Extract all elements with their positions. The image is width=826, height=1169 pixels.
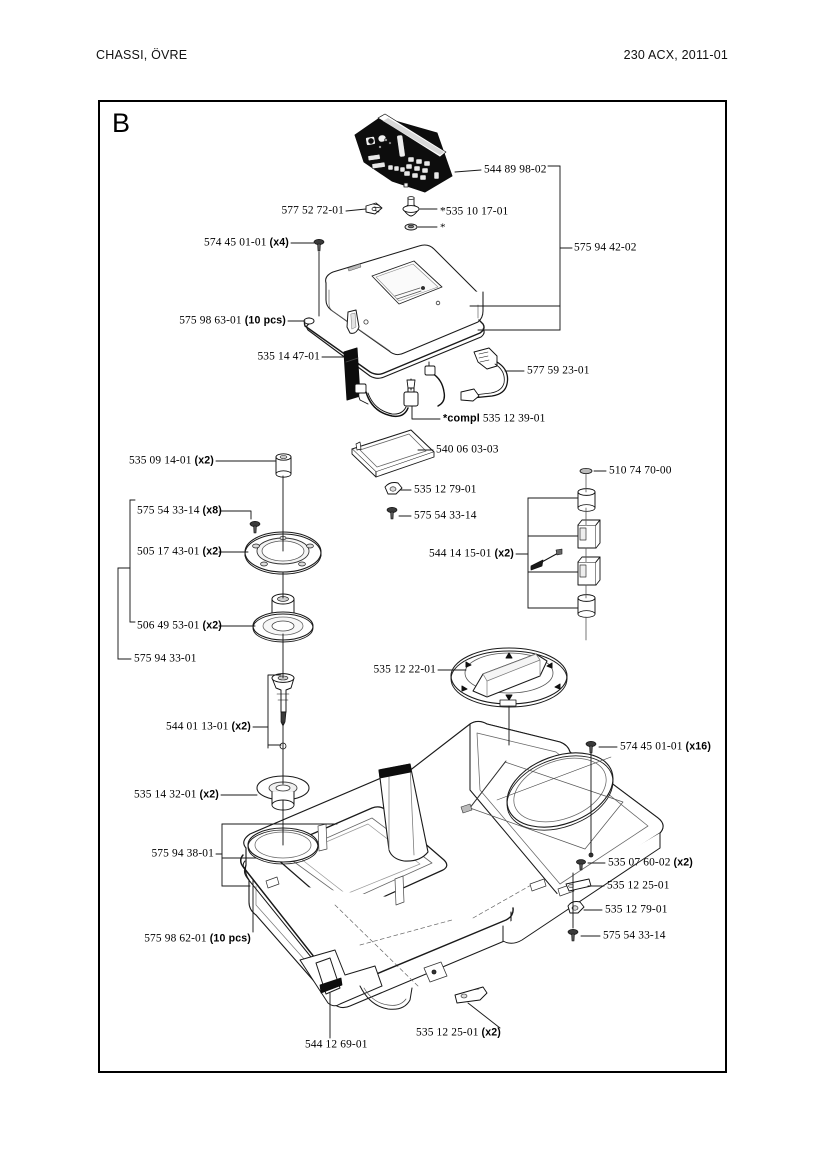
callout-540-06-03-03: 540 06 03-03 <box>436 443 499 456</box>
callout-535-10-17-01: *535 10 17-01 <box>440 205 509 218</box>
callout-535-12-39-01: *compl 535 12 39-01 <box>443 412 546 425</box>
callout-574-45-01-01-x16: 574 45 01-01 (x16) <box>620 740 712 753</box>
callout-575-98-63-01: 575 98 63-01 (10 pcs) <box>179 314 286 327</box>
callout-575-94-42-02: 575 94 42-02 <box>574 241 637 254</box>
callout-505-17-43-01: 505 17 43-01 (x2) <box>137 545 222 558</box>
callout-575-94-38-01: 575 94 38-01 <box>151 847 214 860</box>
callout-535-12-22-01: 535 12 22-01 <box>373 663 436 676</box>
callout-577-59-23-01: 577 59 23-01 <box>527 364 590 377</box>
callout-575-54-33-14-upper: 575 54 33-14 <box>414 509 477 522</box>
callout-535-14-32-01: 535 14 32-01 (x2) <box>134 788 219 801</box>
callout-544-14-15-01: 544 14 15-01 (x2) <box>429 547 514 560</box>
callout-575-54-33-14-right: 575 54 33-14 <box>603 929 666 942</box>
callout-574-45-01-01-x4: 574 45 01-01 (x4) <box>204 236 289 249</box>
callout-575-94-33-01: 575 94 33-01 <box>134 652 197 665</box>
callout-535-14-47-01: 535 14 47-01 <box>257 350 320 363</box>
page-model-date: 230 ACX, 2011-01 <box>623 48 728 62</box>
page-title-section: CHASSI, ÖVRE <box>96 48 188 62</box>
callout-535-12-79-01-upper: 535 12 79-01 <box>414 483 477 496</box>
callout-544-89-98-02: 544 89 98-02 <box>484 163 547 176</box>
callout-510-74-70-00: 510 74 70-00 <box>609 464 672 477</box>
callout-star-note: * <box>440 221 446 234</box>
callout-535-12-25-01-x2: 535 12 25-01 (x2) <box>416 1026 501 1039</box>
plate-letter: B <box>112 108 131 138</box>
callout-535-12-25-01-right: 535 12 25-01 <box>607 879 670 892</box>
callout-535-09-14-01: 535 09 14-01 (x2) <box>129 454 214 467</box>
callout-535-07-60-02: 535 07 60-02 (x2) <box>608 856 693 869</box>
callout-506-49-53-01: 506 49 53-01 (x2) <box>137 619 222 632</box>
callout-575-54-33-14-x8: 575 54 33-14 (x8) <box>137 504 222 517</box>
callout-544-12-69-01: 544 12 69-01 <box>305 1038 368 1051</box>
callout-535-12-79-01-right: 535 12 79-01 <box>605 903 668 916</box>
callout-577-52-72-01: 577 52 72-01 <box>281 204 344 217</box>
callout-575-98-62-01: 575 98 62-01 (10 pcs) <box>144 932 251 945</box>
callout-544-01-13-01: 544 01 13-01 (x2) <box>166 720 251 733</box>
